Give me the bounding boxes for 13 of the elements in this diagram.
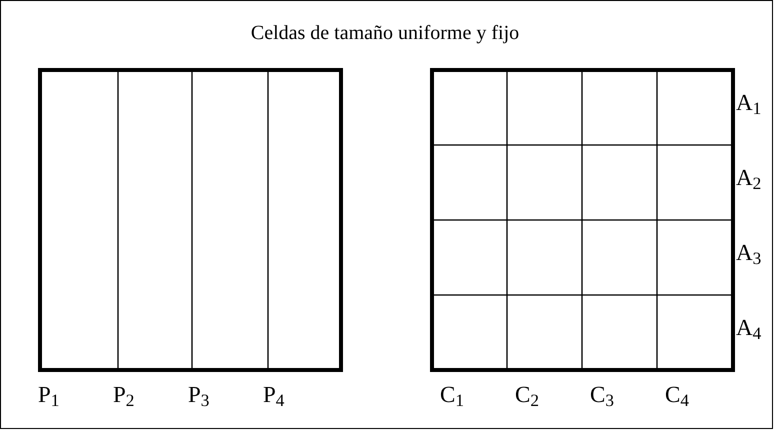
axis-label: C$_{1}$ xyxy=(440,381,464,410)
title: Celdas de tamaño uniforme y fijo xyxy=(250,21,520,46)
axis-label: P$_{3}$ xyxy=(188,381,210,410)
axis-label: P$_{2}$ xyxy=(113,381,134,410)
axis-label: A$_{1}$ xyxy=(736,89,762,118)
axis-label: C$_{4}$ xyxy=(665,381,689,410)
axis-label: C$_{2}$ xyxy=(515,381,539,410)
axis-label: P$_{1}$ xyxy=(38,381,60,410)
axis-label: A$_{2}$ xyxy=(736,164,762,193)
axis-label: P$_{4}$ xyxy=(263,381,284,410)
axis-label: A$_{3}$ xyxy=(736,239,762,268)
axis-label: A$_{4}$ xyxy=(736,314,762,343)
axis-label: C$_{3}$ xyxy=(590,381,614,410)
